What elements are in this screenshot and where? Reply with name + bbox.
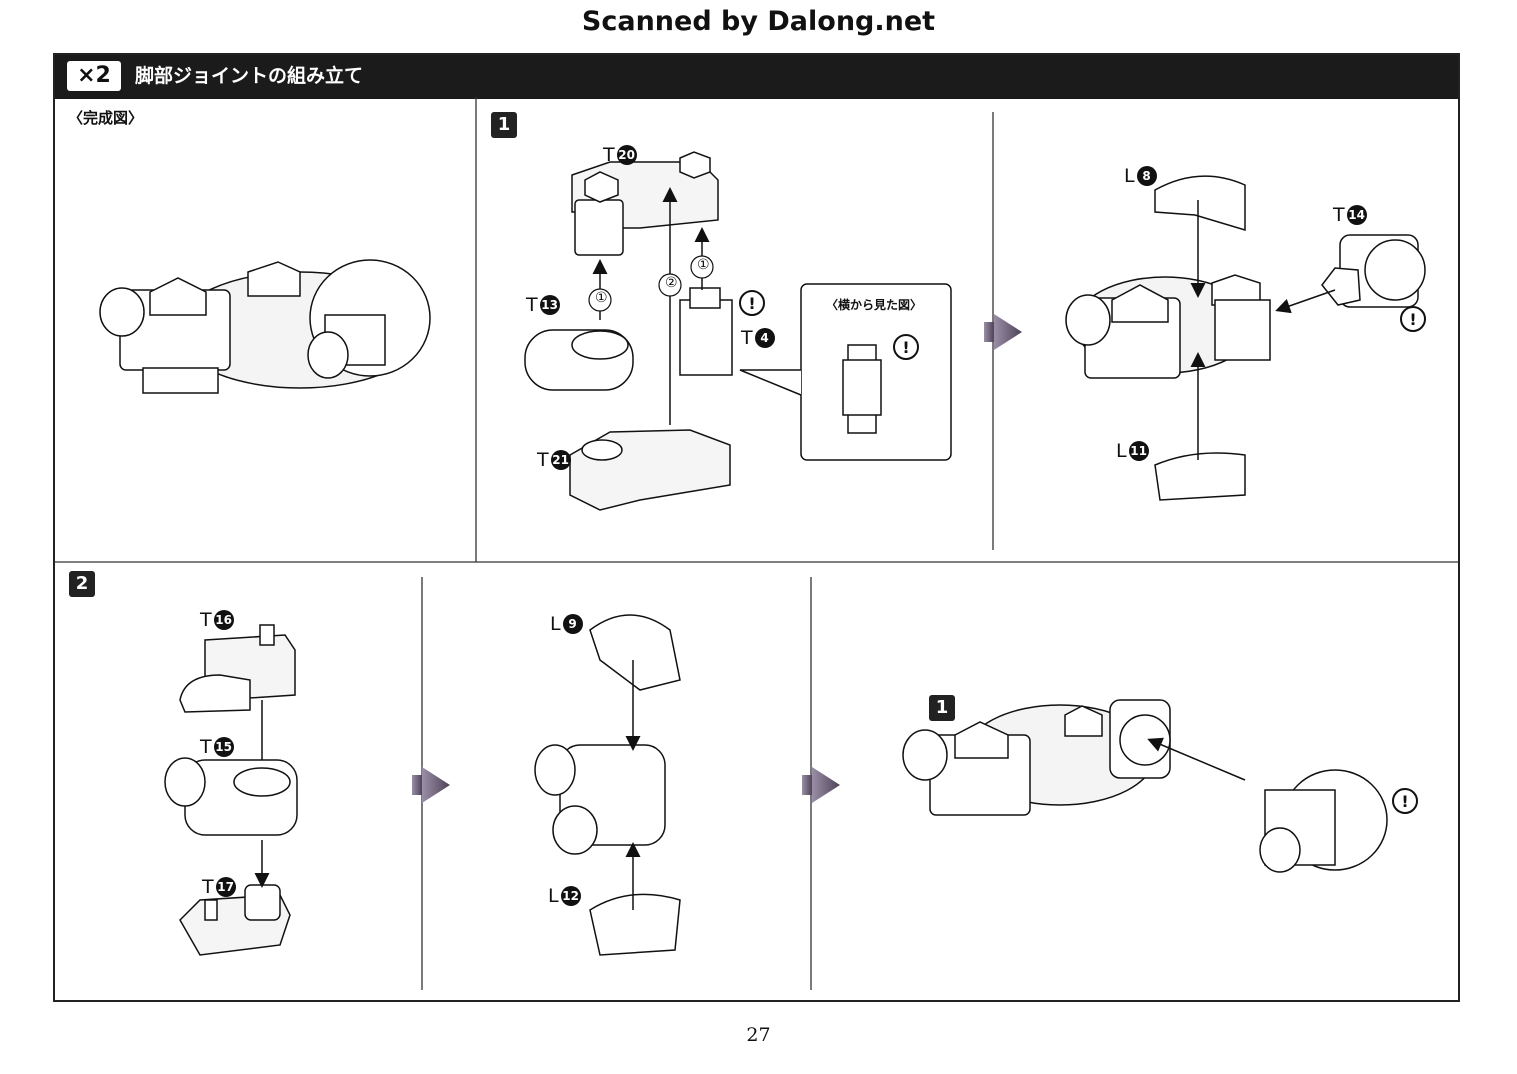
order-mark-icon [588,255,714,312]
step2-number: 2 [69,571,95,597]
completed-assembly-illustration [99,259,431,394]
completed-label: 〈完成図〉 [68,109,144,127]
step2-ref-step: 1 [929,695,955,721]
section-header: ×2 脚部ジョイントの組み立て [55,55,1458,99]
svg-text:!: ! [902,338,909,357]
page-number: 27 [746,1024,771,1046]
step1-parts-illustration [524,151,733,511]
order-mark-2: ② [665,275,678,291]
step1-result-illustration [1065,175,1426,501]
step2-parts-illustration [164,624,298,956]
order-mark-1: ① [595,290,608,306]
order-mark-3: ① [697,257,710,273]
svg-text:!: ! [1409,310,1416,329]
step1-number: 1 [491,112,517,138]
watermark-text: Scanned by Dalong.net [581,6,936,37]
caution-icon [739,290,1426,814]
step2-result-illustration [902,699,1388,873]
step2-middle-illustration [534,614,681,956]
section-title: 脚部ジョイントの組み立て [135,65,364,87]
side-view-callout [739,283,952,461]
side-view-label: 〈横から見た図〉 [826,298,923,312]
svg-text:!: ! [1401,792,1408,811]
svg-text:!: ! [748,294,755,313]
caution-mark-text: ! ! ! ! [748,294,1416,811]
step1-result-arrows [1190,200,1336,460]
multiplier-badge: ×2 [67,61,121,91]
step2-result-arrow [1147,737,1246,781]
proceed-arrow-icon [412,314,1022,803]
